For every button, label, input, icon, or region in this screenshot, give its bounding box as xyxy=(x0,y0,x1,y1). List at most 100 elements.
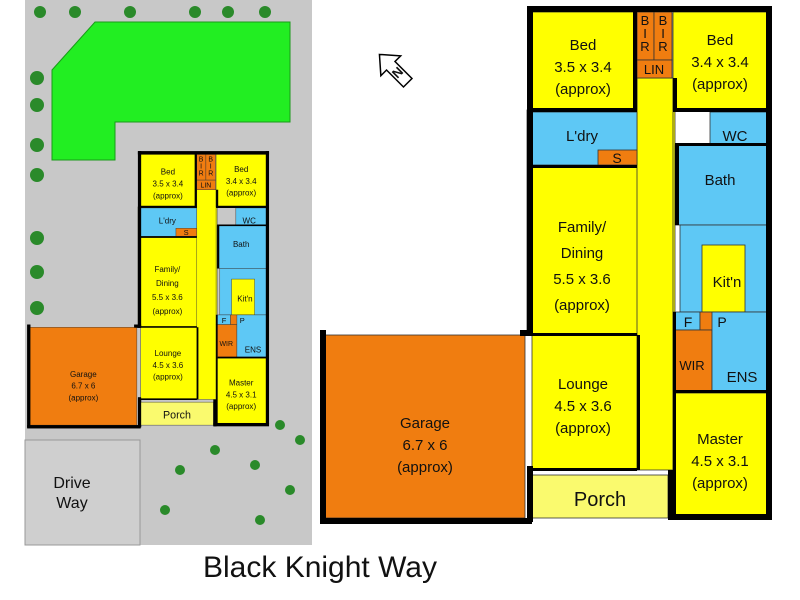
wall xyxy=(527,466,533,522)
wall xyxy=(532,165,637,168)
wall xyxy=(766,6,772,516)
room-label-f: F xyxy=(684,314,693,330)
wall xyxy=(27,324,31,428)
room-label-laundry: L'dry xyxy=(159,216,176,225)
north-arrow: N xyxy=(378,53,414,89)
room-label-porch: Porch xyxy=(574,489,626,511)
room-label-p: P xyxy=(717,314,726,330)
wall xyxy=(668,470,674,520)
shrubs xyxy=(30,6,305,525)
room-label-ens: ENS xyxy=(727,369,758,386)
room-hall xyxy=(196,189,217,400)
wall xyxy=(676,390,768,393)
room-bed-2 xyxy=(215,154,268,208)
wall xyxy=(140,398,197,400)
wall xyxy=(320,518,532,524)
wall xyxy=(675,145,679,225)
room-label-kitchen: Kit'n xyxy=(713,274,742,291)
room-label-laundry: L'dry xyxy=(566,128,599,145)
lawn xyxy=(51,21,291,161)
wall xyxy=(216,205,267,208)
wall xyxy=(213,399,217,427)
wall xyxy=(213,422,270,427)
wall xyxy=(217,225,220,269)
wall xyxy=(265,151,270,425)
room-label-wc: WC xyxy=(723,128,748,145)
wall xyxy=(140,205,197,208)
room-ens xyxy=(236,314,268,358)
wall xyxy=(527,6,533,336)
room-hall xyxy=(636,77,674,471)
wall xyxy=(673,108,768,112)
wall xyxy=(637,335,640,470)
room-bed-2 xyxy=(672,11,769,111)
wall xyxy=(137,151,270,155)
wall xyxy=(27,425,141,429)
wall xyxy=(194,154,197,208)
room-label-f: F xyxy=(222,316,227,325)
room-ens xyxy=(711,311,769,393)
wall xyxy=(140,236,197,238)
wall xyxy=(520,330,533,336)
wall xyxy=(137,151,142,328)
wall xyxy=(532,108,637,112)
wall xyxy=(217,356,267,359)
room-label-bath: Bath xyxy=(233,240,250,249)
wall xyxy=(532,468,637,471)
room-label-p: P xyxy=(240,316,245,325)
wall xyxy=(196,327,199,400)
north-arrow-icon xyxy=(378,53,414,89)
wall xyxy=(675,143,768,146)
street-name: Black Knight Way xyxy=(203,551,437,584)
room-master xyxy=(215,358,268,424)
room-label-lin: LIN xyxy=(644,62,664,77)
wall xyxy=(633,12,637,112)
wall xyxy=(532,333,637,336)
wall xyxy=(673,78,677,112)
wall xyxy=(140,326,197,328)
room-label-s: S xyxy=(184,228,189,237)
room-label-bath: Bath xyxy=(705,172,736,189)
wall xyxy=(137,397,142,428)
room-label-wir: WIR xyxy=(679,358,704,373)
room-label-lin: LIN xyxy=(200,183,211,190)
wall xyxy=(134,324,142,328)
wall xyxy=(668,514,772,520)
room-master xyxy=(672,392,769,516)
wall xyxy=(217,224,267,227)
room-label-wc: WC xyxy=(243,216,257,225)
wall xyxy=(216,189,219,208)
room-wir xyxy=(672,329,713,393)
room-kitchen xyxy=(701,244,746,313)
wall xyxy=(320,330,326,522)
room-label-kitchen: Kit'n xyxy=(237,295,252,304)
room-bed-1 xyxy=(140,154,198,208)
room-label-ens: ENS xyxy=(245,345,261,354)
room-label-wir: WIR xyxy=(219,341,233,348)
room-lounge xyxy=(140,327,198,400)
wall xyxy=(527,6,772,12)
room-garage xyxy=(321,334,526,519)
room-label-s: S xyxy=(612,150,621,166)
wall xyxy=(673,312,676,517)
room-bath xyxy=(216,225,268,269)
room-label-porch: Porch xyxy=(163,410,191,422)
